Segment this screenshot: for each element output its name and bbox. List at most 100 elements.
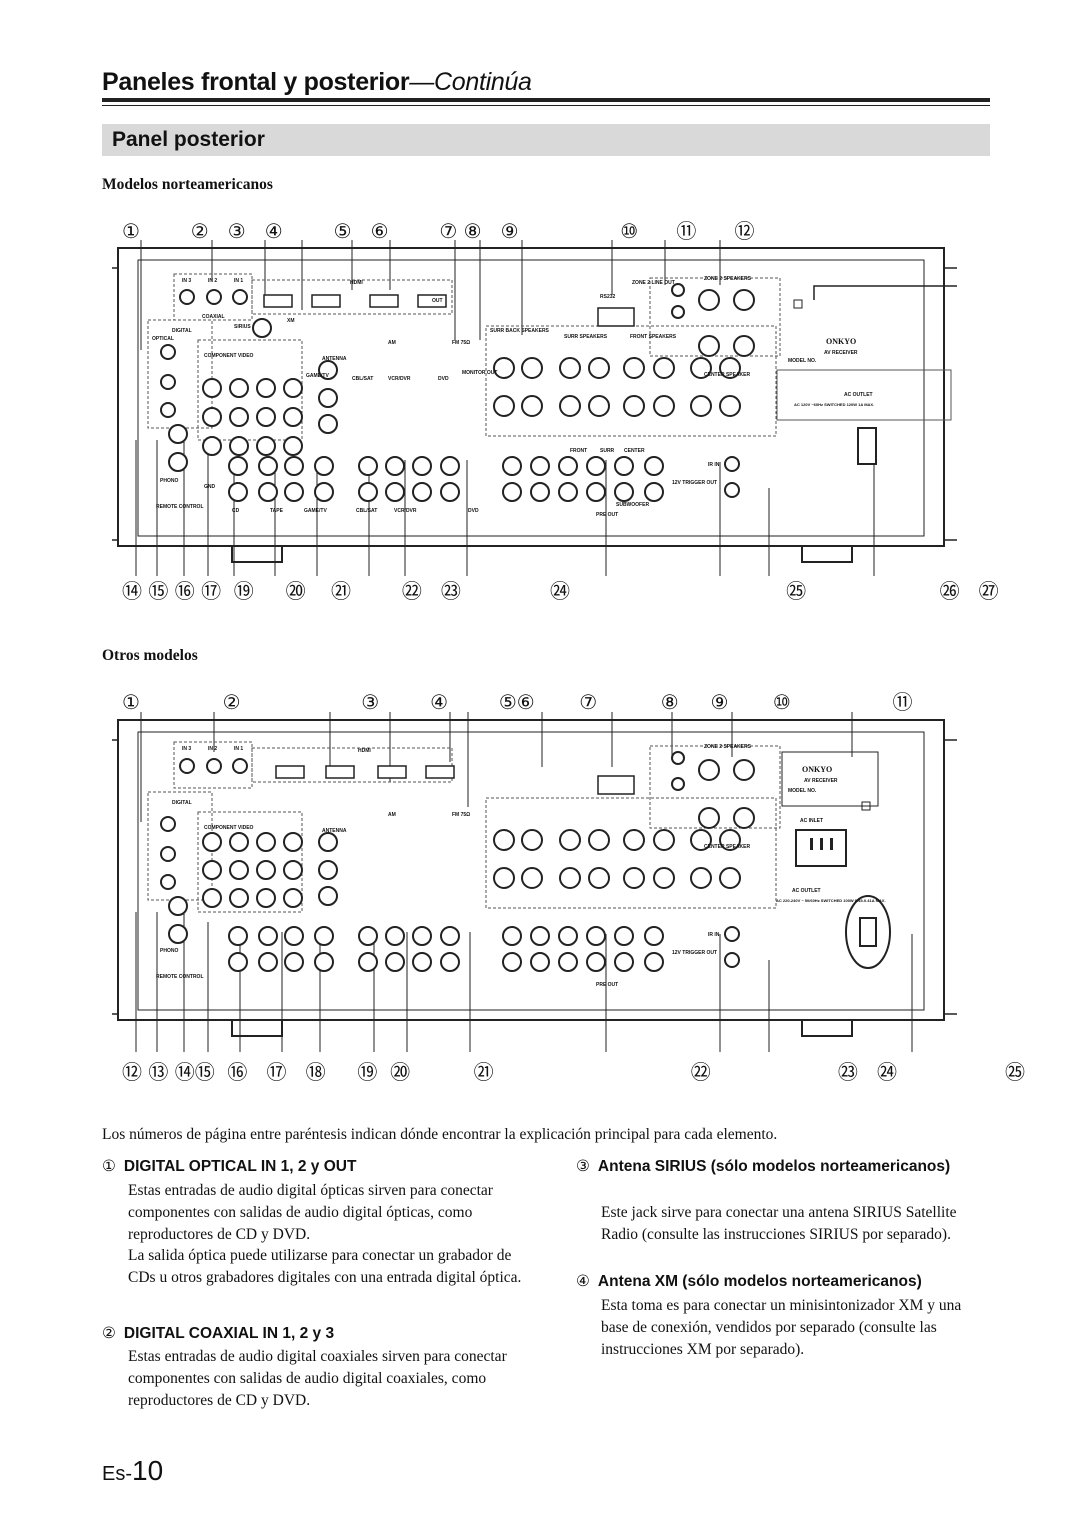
d2-label-centerspk: CENTER SPEAKER: [704, 844, 751, 850]
d2-label-acinlet: AC INLET: [800, 818, 823, 824]
d1-label-front: FRONT: [570, 448, 587, 454]
d2-label-modelno: MODEL NO.: [788, 788, 817, 794]
d1-label-sirius: SIRIUS: [234, 324, 251, 330]
item-1-heading: ① DIGITAL OPTICAL IN 1, 2 y OUT: [102, 1155, 356, 1178]
item-4-number: ④: [576, 1272, 590, 1290]
d2-label-am: AM: [388, 812, 396, 818]
d1-label-acoutlet: AC OUTLET: [844, 392, 873, 398]
d2-label-component: COMPONENT VIDEO: [204, 825, 254, 831]
d1-label-cblsat: CBL/SAT: [352, 376, 373, 382]
d1-label-modelno: MODEL NO.: [788, 358, 817, 364]
d2-label-trigger: 12V TRIGGER OUT: [672, 950, 717, 956]
d1-label-acspec: AC 120V ~60Hz SWITCHED 120W 1A MAX.: [794, 402, 874, 407]
d2-label-acoutlet: AC OUTLET: [792, 888, 821, 894]
d1-label-rs232: RS232: [600, 294, 616, 300]
d1-label-remote: REMOTE CONTROL: [156, 504, 204, 510]
d2-label-avreceiver: AV RECEIVER: [804, 778, 838, 784]
d1-label-dvd-bottom: DVD: [468, 508, 479, 514]
page-header-title: Paneles frontal y posterior: [102, 68, 410, 96]
d1-label-fm: FM 75Ω: [452, 340, 470, 346]
d2-label-zone2spk: ZONE 2 SPEAKERS: [704, 744, 752, 750]
d1-label-surrspk: SURR SPEAKERS: [564, 334, 608, 340]
section-title: Panel posterior: [112, 128, 265, 151]
d2-label-preout: PRE OUT: [596, 982, 618, 988]
item-2-number: ②: [102, 1324, 116, 1342]
d1-label-cd: CD: [232, 508, 240, 514]
item-2-heading: ② DIGITAL COAXIAL IN 1, 2 y 3: [102, 1322, 334, 1345]
d1-label-component: COMPONENT VIDEO: [204, 353, 254, 359]
page-number-prefix: Es-: [102, 1463, 132, 1485]
d1-label-xm: XM: [287, 318, 295, 324]
diagram1-caption: Modelos norteamericanos: [102, 176, 273, 193]
d1-label-gnd: GND: [204, 484, 216, 490]
d1-label-irin: IR IN: [708, 462, 720, 468]
page-number: Es-10: [102, 1455, 163, 1487]
d1-label-gametv-bottom: GAME/TV: [304, 508, 327, 514]
d1-label-cblsat-bottom: CBL/SAT: [356, 508, 377, 514]
diagram2-bottom-callouts: ⑫ ⑬ ⑭⑮ ⑯ ⑰ ⑱ ⑲ ⑳ ㉑ ㉒ ㉓ ㉔ ㉕: [122, 1060, 1026, 1084]
d2-label-in1: IN 1: [234, 746, 243, 752]
item-1-paragraph-1: Estas entradas de audio digital ópticas …: [128, 1182, 493, 1243]
item-1-number: ①: [102, 1157, 116, 1175]
d1-label-digital: DIGITAL: [172, 328, 192, 334]
item-4-title: Antena XM (sólo modelos norteamericanos): [597, 1273, 922, 1290]
item-2-title: DIGITAL COAXIAL IN 1, 2 y 3: [123, 1325, 335, 1342]
rear-panel-diagram-north-america: IN 3 IN 2 IN 1 HDMI OUT COAXIAL DIGITAL …: [112, 240, 957, 576]
d2-label-phono: PHONO: [160, 948, 178, 954]
header-rule: [102, 98, 990, 102]
d1-label-preout: PRE OUT: [596, 512, 618, 518]
item-2-paragraph-1: Estas entradas de audio digital coaxiale…: [128, 1348, 507, 1409]
rear-panel-diagram-other-models: IN 3 IN 2 IN 1 HDMI DIGITAL COMPONENT VI…: [112, 712, 957, 1052]
d1-label-zone2spk: ZONE 2 SPEAKERS: [704, 276, 752, 282]
item-3-number: ③: [576, 1157, 590, 1175]
item-1-paragraph-2: La salida óptica puede utilizarse para c…: [128, 1247, 522, 1286]
item-3-paragraph-1: Este jack sirve para conectar una antena…: [601, 1204, 957, 1243]
diagram2-caption: Otros modelos: [102, 647, 198, 664]
d1-label-in2: IN 2: [208, 278, 217, 284]
d1-label-gametv: GAME/TV: [306, 373, 329, 379]
d2-brand-logo: ONKYO: [802, 765, 832, 774]
d1-label-dvd: DVD: [438, 376, 449, 382]
item-3-heading: ③ Antena SIRIUS (sólo modelos norteameric…: [576, 1155, 996, 1178]
d2-label-hdmi: HDMI: [358, 748, 371, 754]
d1-brand-logo: ONKYO: [826, 337, 856, 346]
header-rule-thin: [102, 105, 990, 106]
item-3-title: Antena SIRIUS (sólo modelos norteamerica…: [597, 1158, 951, 1175]
diagram2-top-callouts: ① ② ③ ④ ⑤⑥ ⑦ ⑧ ⑨ ⑩ ⑪: [122, 690, 913, 714]
d2-label-acspec: AC 220-240V ~ 50/60Hz SWITCHED 100W 0.45…: [776, 898, 886, 903]
d1-label-antenna: ANTENNA: [322, 356, 347, 362]
d2-label-remote: REMOTE CONTROL: [156, 974, 204, 980]
page-header: Paneles frontal y posterior—Continúa: [102, 68, 532, 97]
item-1-title: DIGITAL OPTICAL IN 1, 2 y OUT: [123, 1158, 357, 1175]
d1-label-frontspk: FRONT SPEAKERS: [630, 334, 677, 340]
d1-label-trigger: 12V TRIGGER OUT: [672, 480, 717, 486]
d1-label-monitor: MONITOR OUT: [462, 370, 497, 376]
d1-label-zone2line: ZONE 2 LINE OUT: [632, 280, 675, 286]
diagram1-bottom-callouts: ⑭ ⑮ ⑯ ⑰ ⑲ ⑳ ㉑ ㉒ ㉓ ㉔ ㉕ ㉖ ㉗ ㉘: [122, 579, 1080, 603]
d1-label-centerspk: CENTER SPEAKER: [704, 372, 751, 378]
d1-label-out: OUT: [432, 298, 443, 304]
page-header-continued: —Continúa: [409, 68, 532, 96]
d1-label-surrback: SURR BACK SPEAKERS: [490, 328, 550, 334]
d1-label-tape: TAPE: [270, 508, 284, 514]
d2-label-antenna: ANTENNA: [322, 828, 347, 834]
d2-label-in2: IN 2: [208, 746, 217, 752]
d1-label-in3: IN 3: [182, 278, 191, 284]
d2-label-digital: DIGITAL: [172, 800, 192, 806]
d1-label-coaxial: COAXIAL: [202, 314, 225, 320]
d1-label-vcrdvr-bottom: VCR/DVR: [394, 508, 417, 514]
diagram1-top-callouts: ① ② ③ ④ ⑤ ⑥ ⑦ ⑧ ⑨ ⑩ ⑪ ⑫: [122, 219, 755, 243]
d1-label-phono: PHONO: [160, 478, 178, 484]
item-4-paragraph-1: Esta toma es para conectar un minisinton…: [601, 1297, 962, 1358]
d1-label-center: CENTER: [624, 448, 645, 454]
d1-label-in1: IN 1: [234, 278, 243, 284]
intro-text: Los números de página entre paréntesis i…: [102, 1126, 778, 1143]
d1-label-vcrdvr: VCR/DVR: [388, 376, 411, 382]
d1-label-subwoofer: SUBWOOFER: [616, 502, 649, 508]
section-bar: [102, 124, 990, 156]
item-4-heading: ④ Antena XM (sólo modelos norteamericanos…: [576, 1270, 996, 1293]
d2-label-in3: IN 3: [182, 746, 191, 752]
d1-label-avreceiver: AV RECEIVER: [824, 350, 858, 356]
d2-label-irin: IR IN: [708, 932, 720, 938]
d1-label-hdmi: HDMI: [350, 280, 363, 286]
